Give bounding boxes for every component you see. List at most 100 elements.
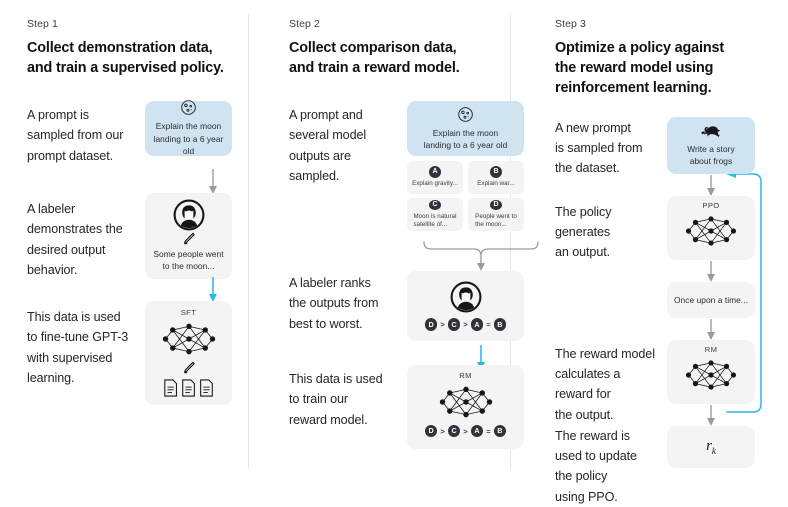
option-text-d: People went to the moon... (475, 212, 517, 228)
model-output-b[interactable]: B Explain war... (468, 160, 524, 194)
labeler-demo-card[interactable]: Some people went to the moon... (145, 192, 232, 279)
arrow-down-gray-5 (705, 404, 717, 427)
prompt-card-moon[interactable]: Explain the moon landing to a 6 year old (145, 99, 232, 156)
prompt-card-moon-text: Explain the moon landing to a 6 year old (153, 121, 224, 156)
rm-model-card[interactable]: RM (667, 339, 755, 404)
prompt-card-frog[interactable]: Write a story about frogs (667, 116, 755, 174)
model-output-d[interactable]: D People went to the moon... (468, 197, 524, 231)
option-text-c: Moon is natural satellite of... (413, 212, 457, 228)
step-1-prose-3: This data is used to fine-tune GPT-3 wit… (27, 309, 129, 385)
reward-model-card[interactable]: RM (407, 364, 524, 449)
rank-op-2: > (463, 319, 468, 329)
step-2-block-3: This data is used to train our reward mo… (289, 364, 524, 449)
neural-network-icon (161, 319, 217, 359)
step-2-prose-2: A labeler ranks the outputs from best to… (289, 275, 379, 331)
step-2-prose-3: This data is used to train our reward mo… (289, 371, 383, 427)
step-3-column: Step 3 Optimize a policy against the rew… (524, 0, 788, 504)
generated-output-text: Once upon a time... (673, 294, 749, 305)
prompt-card-moon[interactable]: Explain the moon landing to a 6 year old (407, 100, 524, 156)
rm-caption: RM (704, 344, 718, 354)
arrow-down-gray-3 (705, 260, 717, 283)
option-badge-d: D (490, 199, 502, 211)
ranking-row: D > C > A = B (424, 318, 507, 331)
prompt-card-frog-text: Write a story about frogs (687, 143, 735, 167)
step-1-prose-2: A labeler demonstrates the desired outpu… (27, 201, 123, 277)
step-1-column: Step 1 Collect demonstration data, and t… (0, 0, 262, 479)
rank-badge-b: B (493, 424, 507, 438)
arrow-down-gray-4 (705, 318, 717, 341)
moon-icon (457, 106, 474, 123)
step-3-block-3: Once upon a time... (555, 281, 788, 318)
model-output-c[interactable]: C Moon is natural satellite of... (407, 197, 463, 231)
step-2-block-2: A labeler ranks the outputs from best to… (289, 270, 524, 341)
pencil-icon (182, 361, 196, 374)
reward-symbol-r: r (706, 437, 712, 454)
column-divider-2 (510, 14, 511, 469)
sft-caption: SFT (180, 307, 197, 317)
rm-caption: RM (459, 370, 472, 380)
rank-badge-a: A (470, 424, 484, 438)
step-3-prose-4: The reward model calculates a reward for… (555, 346, 655, 422)
step-3-title: Optimize a policy against the reward mod… (555, 40, 724, 96)
arrow-down-blue-1 (207, 276, 219, 303)
step-1-flow: A prompt is sampled from our prompt data… (27, 99, 262, 405)
rank-op-3: = (486, 319, 491, 329)
rank-badge-a: A (470, 318, 484, 331)
arrow-down-gray-1 (207, 168, 219, 195)
rank-op-1: > (440, 426, 445, 436)
step-3-prose-2: The policy generates an output. (555, 204, 612, 260)
step-2-flow: A prompt and several model outputs are s… (289, 100, 539, 449)
pencil-icon (182, 232, 196, 245)
model-outputs-grid: A Explain gravity... B Explain war... C … (407, 160, 524, 231)
moon-icon (180, 99, 197, 116)
rank-op-3: = (486, 426, 491, 436)
step-2-label: Step 2 (289, 18, 320, 30)
step-3-block-5: The reward is used to update the policy … (555, 425, 788, 504)
ranking-row: D > C > A = B (424, 424, 507, 438)
model-output-a[interactable]: A Explain gravity... (407, 160, 463, 194)
rank-op-1: > (440, 319, 445, 329)
neural-network-icon (684, 356, 738, 394)
reward-symbol-k: k (711, 445, 716, 456)
step-1-label: Step 1 (27, 18, 58, 30)
option-badge-b: B (490, 165, 502, 178)
option-text-b: Explain war... (477, 180, 515, 188)
documents-icon (163, 378, 215, 398)
step-2-column: Step 2 Collect comparison data, and trai… (262, 0, 539, 479)
reward-value-card[interactable]: rk (667, 425, 755, 468)
option-badge-a: A (429, 165, 441, 178)
rank-badge-b: B (493, 318, 507, 331)
labeler-avatar-icon (450, 281, 482, 313)
step-1-block-3: This data is used to fine-tune GPT-3 wit… (27, 300, 262, 405)
labeler-demo-text: Some people went to the moon... (153, 249, 224, 272)
brace-converge-arrow (421, 240, 541, 272)
prompt-card-moon-text: Explain the moon landing to a 6 year old (423, 127, 508, 150)
rank-badge-c: C (447, 424, 461, 438)
sft-model-card[interactable]: SFT (145, 300, 232, 405)
option-badge-c: C (429, 199, 441, 211)
step-2-block-1: A prompt and several model outputs are s… (289, 100, 524, 239)
labeler-ranking-card[interactable]: D > C > A = B (407, 270, 524, 341)
step-3-label: Step 3 (555, 18, 586, 30)
step-3-prose-5: The reward is used to update the policy … (555, 428, 637, 504)
step-3-block-2: The policy generates an output. PPO (555, 195, 788, 260)
step-2-title: Collect comparison data, and train a rew… (289, 40, 460, 76)
step-2-prose-1: A prompt and several model outputs are s… (289, 107, 367, 183)
prompt-and-options: Explain the moon landing to a 6 year old… (407, 100, 524, 231)
column-divider-1 (248, 14, 249, 469)
rank-badge-d: D (424, 318, 438, 331)
neural-network-icon (684, 212, 738, 250)
neural-network-icon (438, 382, 494, 422)
step-3-block-4: The reward model calculates a reward for… (555, 339, 788, 422)
step-1-block-1: A prompt is sampled from our prompt data… (27, 99, 262, 171)
ppo-model-card[interactable]: PPO (667, 195, 755, 260)
rank-op-2: > (463, 426, 468, 436)
generated-output-card[interactable]: Once upon a time... (667, 281, 755, 318)
step-1-prose-1: A prompt is sampled from our prompt data… (27, 107, 124, 163)
step-3-block-1: A new prompt is sampled from the dataset… (555, 116, 788, 175)
ppo-caption: PPO (702, 200, 720, 210)
rank-badge-d: D (424, 424, 438, 438)
option-text-a: Explain gravity... (412, 180, 458, 188)
frog-icon (700, 123, 722, 139)
